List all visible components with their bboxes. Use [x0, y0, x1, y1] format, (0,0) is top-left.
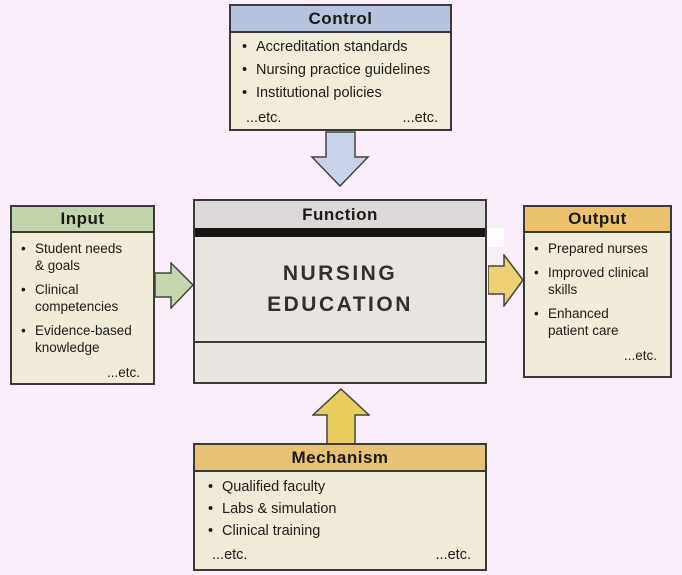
- list-item: • Qualified faculty: [208, 479, 475, 495]
- output-box-header: Output: [525, 207, 670, 233]
- input-box: Input • Student needs & goals • Clinical…: [10, 205, 155, 385]
- list-item-text: Improved clinical: [548, 265, 649, 280]
- function-box: Function NURSING EDUCATION: [193, 199, 487, 384]
- list-item: • Institutional policies: [242, 85, 442, 101]
- mechanism-box: Mechanism • Qualified faculty • Labs & s…: [193, 443, 487, 571]
- list-item: • Enhanced patient care: [534, 305, 663, 339]
- input-box-header: Input: [12, 207, 153, 233]
- list-item: • Clinical competencies: [21, 281, 146, 315]
- bullet-icon: •: [242, 85, 248, 101]
- list-item: • Student needs & goals: [21, 240, 146, 274]
- etc-label-right: ...etc.: [402, 110, 438, 126]
- list-item-text: Enhanced: [548, 306, 609, 321]
- up-arrow-icon: [312, 388, 370, 445]
- list-item-text: Evidence-based: [35, 323, 132, 338]
- list-item-text: Clinical training: [222, 523, 321, 539]
- etc-label: ...etc.: [106, 365, 140, 380]
- right-arrow-icon: [488, 254, 524, 307]
- function-to-output-arrow: [488, 254, 524, 307]
- function-content: NURSING EDUCATION: [195, 237, 485, 341]
- list-item-text: Qualified faculty: [222, 479, 326, 495]
- list-item-text: Accreditation standards: [256, 39, 408, 55]
- etc-row: ...etc. ...etc.: [208, 545, 475, 563]
- function-divider-line: [195, 341, 485, 343]
- bullet-icon: •: [534, 265, 539, 280]
- bullet-icon: •: [208, 479, 214, 495]
- bullet-icon: •: [21, 282, 26, 297]
- list-item-text: competencies: [35, 299, 119, 314]
- list-item-text: knowledge: [35, 340, 100, 355]
- mechanism-to-function-arrow: [312, 388, 370, 445]
- list-item: • Improved clinical skills: [534, 264, 663, 298]
- control-box-header: Control: [231, 6, 450, 33]
- output-box: Output • Prepared nurses • Improved clin…: [523, 205, 672, 378]
- bullet-icon: •: [534, 306, 539, 321]
- etc-label-right: ...etc.: [435, 547, 471, 563]
- list-item: • Labs & simulation: [208, 501, 475, 517]
- etc-label: ...etc.: [623, 348, 657, 363]
- bullet-icon: •: [208, 523, 214, 539]
- bullet-icon: •: [534, 241, 539, 256]
- etc-row: ...etc. ...etc.: [242, 108, 442, 126]
- mechanism-box-header: Mechanism: [195, 445, 485, 472]
- list-item-text: & goals: [35, 258, 81, 273]
- white-highlight-artifact: [488, 228, 504, 247]
- control-to-function-arrow: [310, 131, 370, 188]
- list-item: • Evidence-based knowledge: [21, 322, 146, 356]
- list-item: • Clinical training: [208, 523, 475, 539]
- list-item-text: skills: [548, 282, 578, 297]
- bullet-icon: •: [21, 241, 26, 256]
- list-item-text: Prepared nurses: [548, 241, 648, 256]
- function-title-line2: EDUCATION: [267, 293, 413, 316]
- list-item-text: Student needs: [35, 241, 123, 256]
- bullet-icon: •: [208, 501, 214, 517]
- list-item-text: Institutional policies: [256, 85, 382, 101]
- etc-label-left: ...etc.: [212, 547, 248, 563]
- list-item: • Accreditation standards: [242, 39, 442, 55]
- input-to-function-arrow: [154, 262, 195, 309]
- input-box-body: • Student needs & goals • Clinical compe…: [12, 233, 153, 381]
- down-arrow-icon: [310, 131, 370, 188]
- bullet-icon: •: [242, 39, 248, 55]
- function-box-header: Function: [195, 201, 485, 228]
- bullet-icon: •: [242, 62, 248, 78]
- bullet-icon: •: [21, 323, 26, 338]
- function-empty-strip: [195, 343, 485, 382]
- list-item-text: Nursing practice guidelines: [256, 62, 431, 78]
- right-arrow-icon: [154, 262, 195, 309]
- mechanism-box-body: • Qualified faculty • Labs & simulation …: [195, 472, 485, 563]
- list-item: • Nursing practice guidelines: [242, 62, 442, 78]
- list-item-text: Labs & simulation: [222, 501, 337, 517]
- function-title-line1: NURSING: [282, 262, 398, 285]
- output-box-body: • Prepared nurses • Improved clinical sk…: [525, 233, 670, 364]
- etc-label-left: ...etc.: [246, 110, 282, 126]
- list-item: • Prepared nurses: [534, 240, 663, 257]
- list-item-text: Clinical: [35, 282, 79, 297]
- control-box-body: • Accreditation standards • Nursing prac…: [231, 33, 450, 126]
- function-divider-band: [195, 228, 485, 237]
- list-item-text: patient care: [548, 323, 619, 338]
- control-box: Control • Accreditation standards • Nurs…: [229, 4, 452, 131]
